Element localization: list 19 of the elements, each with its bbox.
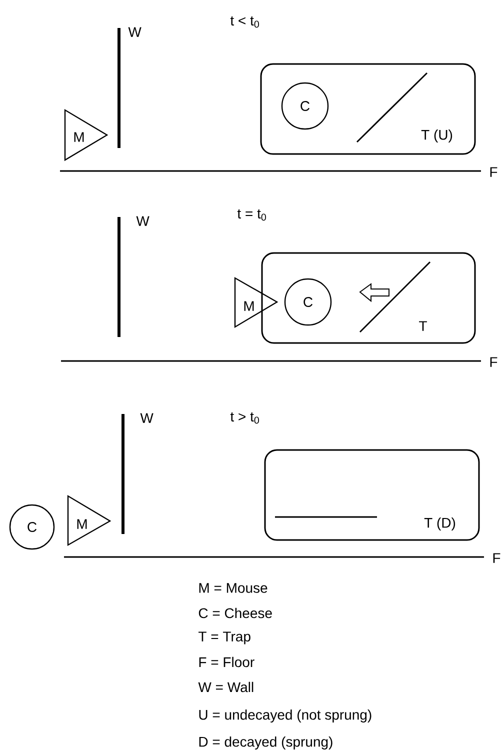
key-text: T = Trap — [198, 632, 250, 644]
time-label: t < t$_{0}$ — [230, 16, 259, 28]
wall-label: W — [136, 216, 150, 226]
key-text: W = Wall — [198, 682, 254, 692]
floor-label: F — [490, 167, 498, 177]
floor-label: F — [493, 553, 500, 563]
trap-label: T (U) — [421, 130, 452, 143]
wall-label: W — [128, 27, 142, 37]
trap-label: T — [419, 321, 427, 331]
key-text: F = Floor — [199, 656, 254, 668]
key-text: U = undecayed (not sprung) — [199, 709, 372, 723]
time-label: t > t$_{0}$ — [230, 412, 259, 424]
wall-label: W — [140, 413, 154, 423]
key-text: M = Mouse — [199, 583, 268, 593]
key-text: D = decayed (sprung) — [199, 736, 332, 750]
trap-label: T (D) — [424, 517, 456, 531]
floor-label: F — [490, 357, 498, 367]
key-text: C = Cheese — [198, 608, 272, 618]
time-label: t = t$_{0}$ — [237, 209, 266, 221]
